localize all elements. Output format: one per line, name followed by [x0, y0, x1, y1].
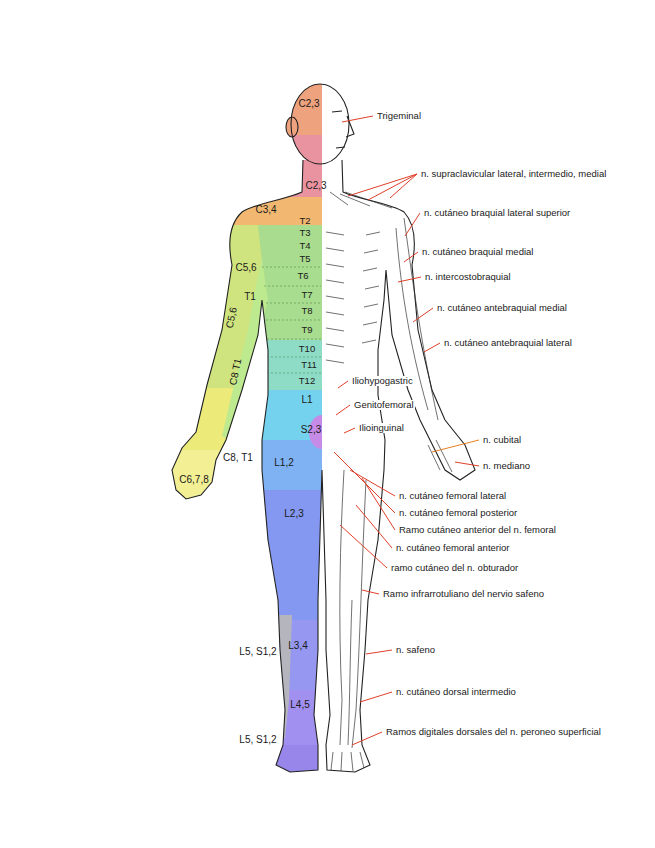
dermatome-label: L5, S1,2: [239, 734, 276, 746]
nerve-label: n. cutáneo braquial medial: [421, 247, 534, 258]
dermatome-label: L5, S1,2: [239, 646, 276, 658]
dermatome-label: C2,3: [298, 98, 319, 110]
leader-line: [398, 277, 421, 282]
dermatome-label: C8, T1: [223, 452, 253, 464]
dermatome-label: L1: [301, 394, 312, 406]
dermatome-label: T8: [301, 306, 312, 317]
nerve-label: Ramo infrarrotuliano del nervio safeno: [382, 589, 545, 600]
leader-line: [424, 343, 440, 352]
leader-line: [356, 505, 392, 548]
nerve-label: Ramo cutáneo anterior del n. femoral: [398, 525, 557, 536]
leader-line: [413, 308, 433, 322]
dermatome-label: T4: [299, 241, 310, 252]
nerve-label: n. cutáneo antebraquial medial: [436, 303, 568, 314]
dermatome-label: T2: [299, 216, 310, 227]
leader-line: [360, 692, 392, 702]
dermatome-label: T9: [301, 325, 312, 336]
nerve-label: n. supraclavicular lateral, intermedio, …: [420, 169, 607, 180]
dermatome-label: T11: [301, 360, 317, 371]
body-outline: [172, 84, 475, 772]
nerve-label: Ilioinguinal: [358, 423, 405, 434]
nerve-label: n. cutáneo femoral posterior: [398, 508, 518, 519]
leader-line: [366, 650, 392, 654]
dermatome-label: C8 T1: [228, 358, 245, 387]
nerve-label: ramo cutáneo del n. obturador: [390, 563, 519, 574]
dermatome-label: T1: [244, 291, 256, 303]
nerve-label: n. cutáneo braquial lateral superior: [423, 208, 571, 219]
leader-line: [362, 590, 379, 594]
dermatome-colors: [0, 70, 322, 785]
dermatome-label: L3,4: [288, 640, 307, 652]
dermatome-label: C3,4: [255, 204, 276, 216]
dermatome-label: T5: [299, 254, 310, 265]
leader-line: [338, 381, 348, 388]
nerve-label: Trigeminal: [376, 111, 422, 122]
leader-line: [342, 116, 373, 122]
leader-line: [405, 213, 420, 236]
nerve-label: n. cutáneo dorsal intermedio: [395, 687, 517, 698]
nerve-label: Iliohypogastric: [351, 376, 414, 387]
leader-line: [455, 462, 479, 466]
nerve-label: n. safeno: [395, 645, 436, 656]
dermatome-label: T12: [299, 376, 315, 387]
leader-line: [336, 405, 350, 415]
nerve-label: Genitofemoral: [353, 400, 415, 411]
leader-line: [350, 470, 395, 496]
dermatome-label: T6: [297, 271, 308, 282]
leader-line: [352, 732, 382, 745]
dermatome-label: T3: [299, 228, 310, 239]
leader-line: [390, 174, 417, 198]
dermatome-label: C5,6: [224, 306, 240, 329]
dermatome-label: S2,3: [301, 424, 322, 436]
nerve-label: n. cutáneo antebraquial lateral: [443, 338, 573, 349]
leader-line: [344, 428, 355, 433]
dermatome-label: C6,7,8: [179, 474, 208, 486]
nerve-label: n. cutáneo femoral anterior: [395, 543, 511, 554]
dermatome-label: T10: [299, 344, 315, 355]
nerve-label: n. cubital: [482, 435, 522, 446]
nerve-label: Ramos digitales dorsales del n. peroneo …: [385, 727, 602, 738]
nerve-label: n. intercostobraquial: [424, 272, 512, 283]
dermatome-label: L1,2: [274, 457, 293, 469]
leader-line: [368, 174, 417, 200]
leader-line: [362, 478, 395, 530]
leader-line: [432, 440, 479, 452]
leader-line: [404, 252, 418, 262]
dermatome-label: C2,3: [305, 180, 326, 192]
dermatome-label: C5,6: [235, 262, 256, 274]
dermatome-label: T7: [301, 290, 312, 301]
nerve-label: n. cutáneo femoral lateral: [398, 491, 507, 502]
nerve-label: n. mediano: [482, 461, 531, 472]
leader-line: [340, 525, 387, 568]
dermatome-label: L2,3: [284, 508, 303, 520]
dermatome-label: L4,5: [290, 699, 309, 711]
